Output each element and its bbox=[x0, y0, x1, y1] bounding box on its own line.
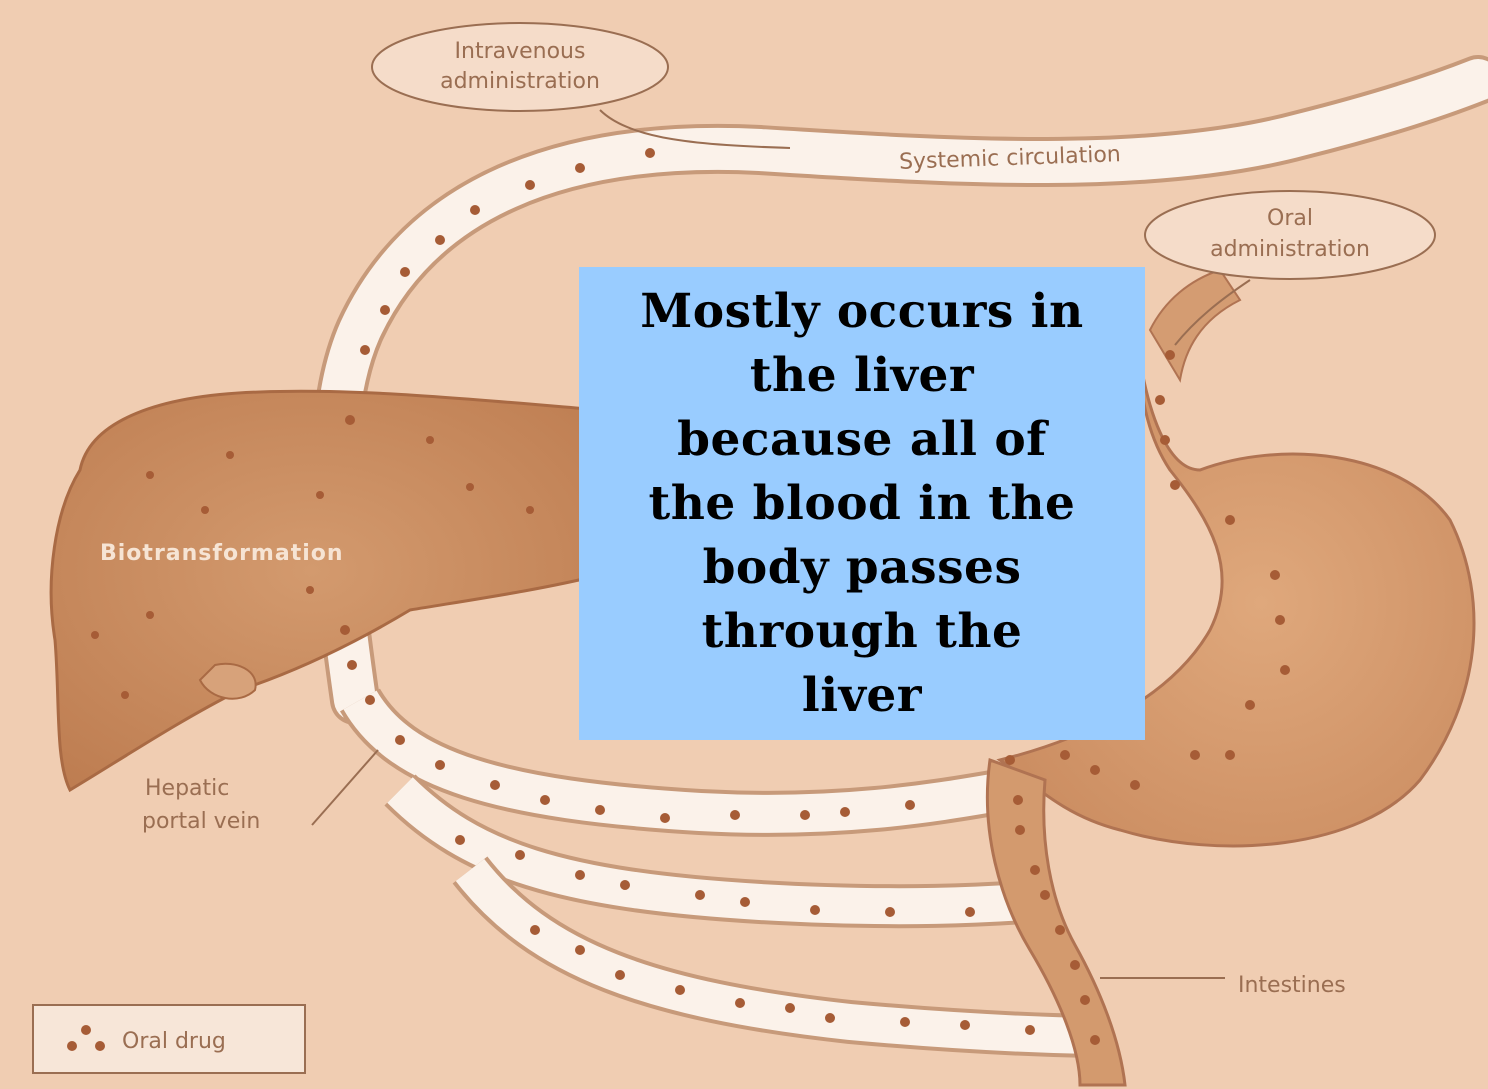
intestines-label: Intestines bbox=[1238, 973, 1346, 998]
intravenous-callout-ellipse bbox=[372, 23, 668, 111]
legend-label: Oral drug bbox=[122, 1029, 226, 1054]
biotransformation-label: Biotransformation bbox=[100, 541, 344, 566]
oral-callout-ellipse bbox=[1145, 191, 1435, 279]
legend: Oral drug bbox=[33, 1005, 305, 1073]
intravenous-label-line1: Intravenous bbox=[455, 39, 586, 64]
oral-admin-label-line2: administration bbox=[1210, 237, 1370, 262]
oral-admin-label-line1: Oral bbox=[1267, 206, 1313, 231]
hepatic-label-line1: Hepatic bbox=[145, 776, 229, 801]
callout-text: Mostly occurs in the liver because all o… bbox=[640, 280, 1083, 728]
callout-box: Mostly occurs in the liver because all o… bbox=[579, 267, 1145, 740]
hepatic-label-line2: portal vein bbox=[142, 809, 260, 834]
intravenous-label-line2: administration bbox=[440, 69, 600, 94]
